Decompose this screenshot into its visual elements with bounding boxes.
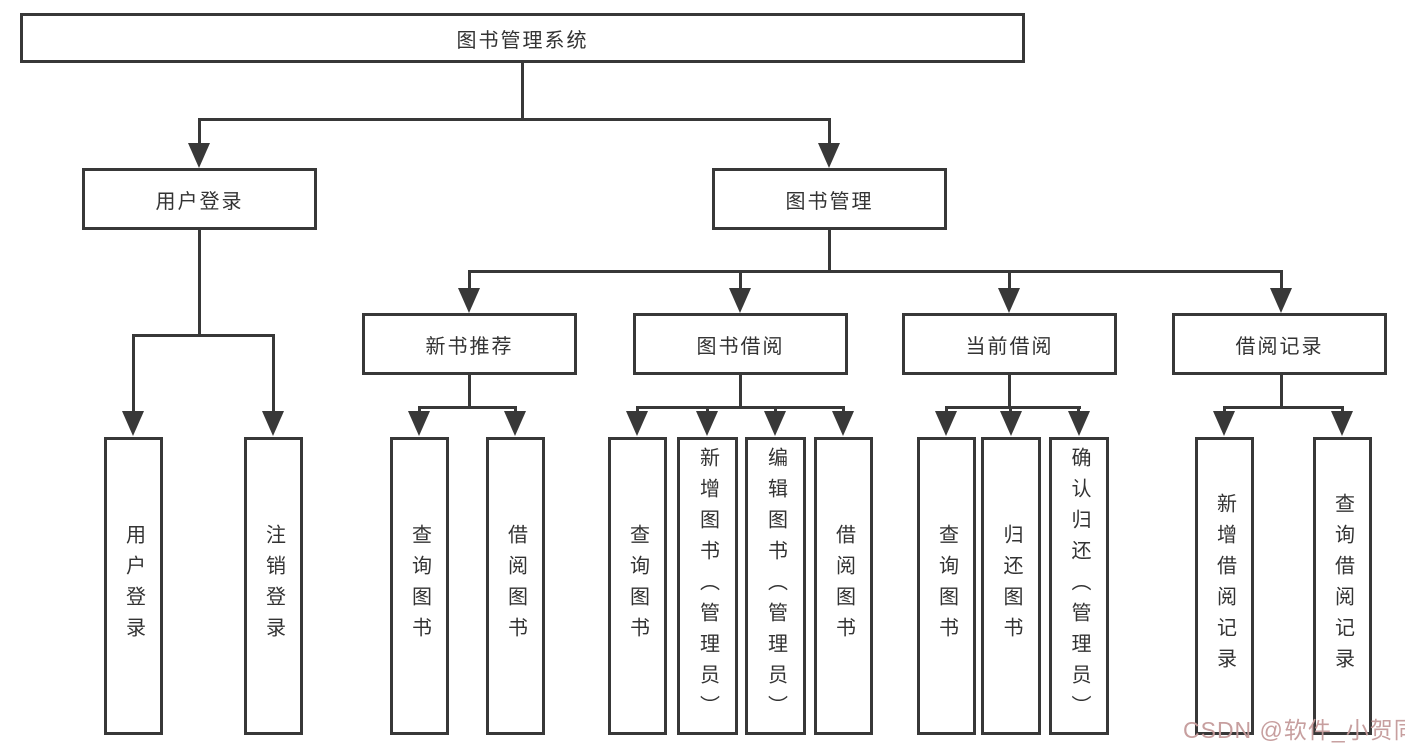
leaf-edit-books-admin: 编辑图书（管理员） [745,437,806,735]
connector-root-rail [198,118,831,121]
arrow-down-icon [1068,411,1090,436]
node-label: 新增借阅记录 [1213,493,1236,679]
arrow-down-icon [458,288,480,313]
connector-stem [1223,406,1226,414]
connector-trunk [1008,375,1011,408]
connector-stem [636,406,639,414]
node-user-login: 用户登录 [82,168,317,230]
arrow-down-icon [122,411,144,436]
node-borrow-records: 借阅记录 [1172,313,1387,375]
connector-stem [774,406,777,414]
arrow-down-icon [188,143,210,168]
leaf-query-books-borrow: 查询图书 [608,437,667,735]
node-label: 查询图书 [626,524,649,648]
connector-stem [945,406,948,414]
arrow-down-icon [408,411,430,436]
connector-stem [468,270,471,292]
node-label: 用户登录 [122,524,145,648]
connector-root-trunk [521,63,524,120]
connector-trunk [739,375,742,408]
node-current-borrow: 当前借阅 [902,313,1117,375]
node-label: 借阅图书 [832,524,855,648]
connector-stem [739,270,742,292]
connector-stem-user-login [198,118,201,146]
node-label: 图书管理系统 [456,29,589,52]
connector-book-management-rail [468,270,1283,273]
node-book-borrow: 图书借阅 [633,313,848,375]
arrow-down-icon [764,411,786,436]
connector-stem [1009,406,1012,414]
connector-stem [1077,406,1080,414]
arrow-down-icon [1270,288,1292,313]
connector-stem [418,406,421,414]
arrow-down-icon [1213,411,1235,436]
node-label: 归还图书 [1000,524,1022,648]
arrow-down-icon [1331,411,1353,436]
node-label: 注销登录 [262,524,285,648]
arrow-down-icon [935,411,957,436]
connector-rail [636,406,845,409]
connector-stem [842,406,845,414]
connector-rail [418,406,517,409]
leaf-return-books: 归还图书 [981,437,1041,735]
node-label: 查询图书 [935,524,958,648]
connector-user-login-rail [132,334,275,337]
node-label: 当前借阅 [965,335,1054,358]
connector-trunk [1280,375,1283,408]
leaf-add-borrow-record: 新增借阅记录 [1195,437,1254,735]
node-label: 用户登录 [155,190,244,213]
csdn-watermark: CSDN @软件_小贺同学 [1183,717,1405,743]
node-library-management-system: 图书管理系统 [20,13,1025,63]
arrow-down-icon [262,411,284,436]
connector-stem [272,334,275,413]
node-label: 图书借阅 [696,335,785,358]
arrow-down-icon [696,411,718,436]
leaf-query-borrow-record: 查询借阅记录 [1313,437,1372,735]
connector-rail [1223,406,1344,409]
connector-stem [706,406,709,414]
connector-rail [945,406,1081,409]
arrow-down-icon [998,288,1020,313]
arrow-down-icon [626,411,648,436]
connector-stem [1341,406,1344,414]
node-label: 借阅记录 [1235,335,1324,358]
leaf-confirm-return-admin: 确认归还（管理员） [1049,437,1109,735]
connector-book-management-trunk [828,230,831,272]
node-label: 编辑图书（管理员） [764,446,787,726]
leaf-query-books-recommend: 查询图书 [390,437,449,735]
node-label: 新增图书（管理员） [696,446,719,726]
connector-stem [1280,270,1283,292]
arrow-down-icon [729,288,751,313]
leaf-borrow-books-recommend: 借阅图书 [486,437,545,735]
arrow-down-icon [832,411,854,436]
connector-stem-book-management [828,118,831,146]
leaf-user-login: 用户登录 [104,437,163,735]
node-label: 查询借阅记录 [1331,493,1354,679]
node-new-book-recommend: 新书推荐 [362,313,577,375]
node-label: 图书管理 [785,190,874,213]
connector-stem [132,334,135,413]
leaf-borrow-books: 借阅图书 [814,437,873,735]
node-book-management: 图书管理 [712,168,947,230]
leaf-add-books-admin: 新增图书（管理员） [677,437,738,735]
node-label: 新书推荐 [425,335,514,358]
arrow-down-icon [504,411,526,436]
connector-user-login-trunk [198,230,201,336]
connector-stem [1008,270,1011,292]
connector-trunk [468,375,471,408]
node-label: 借阅图书 [504,524,527,648]
node-label: 确认归还（管理员） [1068,446,1090,726]
leaf-query-books-current: 查询图书 [917,437,976,735]
node-label: 查询图书 [408,524,431,648]
leaf-logout: 注销登录 [244,437,303,735]
connector-stem [514,406,517,414]
arrow-down-icon [818,143,840,168]
arrow-down-icon [1000,411,1022,436]
